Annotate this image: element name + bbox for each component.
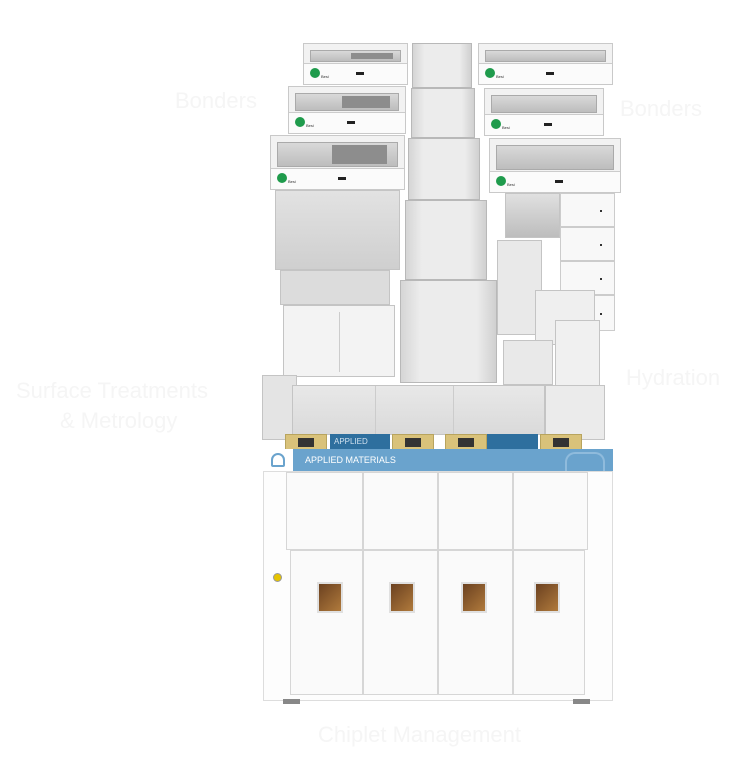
- cabinet-door: [438, 550, 513, 695]
- cabinet-door: [290, 550, 363, 695]
- brand-panel-graphic: [486, 434, 538, 450]
- side-module: [545, 385, 605, 440]
- chamber-logo-text: Besi: [288, 179, 296, 184]
- conveyor-segment: [400, 280, 497, 383]
- chamber-logo-text: Besi: [496, 74, 504, 79]
- chiplet-management-label: Chiplet Management: [318, 722, 522, 747]
- bonder-module: [275, 190, 400, 270]
- brand-band: APPLIED MATERIALS: [263, 449, 613, 471]
- foot: [283, 699, 300, 704]
- chamber-logo-text: Besi: [306, 123, 314, 128]
- bonder-chamber: Besi: [484, 88, 604, 136]
- conveyor-segment: [411, 88, 475, 138]
- cabinet-door: [513, 550, 585, 695]
- foot: [573, 699, 590, 704]
- chamber-logo-text: Besi: [502, 125, 510, 130]
- viewport-window: [534, 582, 560, 613]
- applied-materials-logo-icon: [271, 453, 285, 467]
- viewport-window: [389, 582, 415, 613]
- load-port: [285, 434, 327, 452]
- besi-logo-icon: [485, 68, 495, 78]
- drawer: [560, 261, 615, 295]
- bonders-label-right: Bonders: [620, 96, 702, 121]
- cabinet-door: [363, 472, 438, 550]
- cabinet-door: [438, 472, 513, 550]
- besi-logo-icon: [496, 176, 506, 186]
- emergency-button-icon[interactable]: [273, 573, 282, 582]
- conveyor-segment: [405, 200, 487, 280]
- cabinet-door: [286, 472, 363, 550]
- drawer: [560, 227, 615, 261]
- chamber-logo-text: Besi: [507, 182, 515, 187]
- conveyor-segment: [408, 138, 480, 200]
- viewport-window: [461, 582, 487, 613]
- cabinet-door: [363, 550, 438, 695]
- brand-panel: APPLIED MATERIALS: [330, 434, 390, 450]
- lower-cabinet: [283, 305, 395, 377]
- bonder-chamber: Besi: [288, 86, 406, 134]
- besi-logo-icon: [295, 117, 305, 127]
- hydration-label: Hydration: [626, 365, 721, 390]
- besi-logo-icon: [310, 68, 320, 78]
- bonder-chamber: Besi: [270, 135, 405, 190]
- cabinet-door: [513, 472, 588, 550]
- bonder-chamber: Besi: [489, 138, 621, 193]
- bonder-chamber: Besi: [303, 43, 408, 85]
- besi-logo-icon: [491, 119, 501, 129]
- besi-logo-icon: [277, 173, 287, 183]
- hydration-module: [555, 320, 600, 390]
- surface-treatments-label: Surface Treatments: [16, 378, 208, 403]
- drawer: [560, 193, 615, 227]
- viewport-window: [317, 582, 343, 613]
- brand-band-label: APPLIED MATERIALS: [293, 449, 613, 471]
- bonder-chamber: Besi: [478, 43, 613, 85]
- hydration-module: [503, 340, 553, 385]
- bonder-module: [505, 193, 560, 238]
- handler-module: [280, 270, 390, 305]
- chamber-logo-text: Besi: [321, 74, 329, 79]
- conveyor-segment: [412, 43, 472, 88]
- front-end-module: [292, 385, 545, 436]
- transfer-module: [497, 240, 542, 335]
- metrology-label: & Metrology: [60, 408, 178, 433]
- bonders-label-left: Bonders: [175, 88, 257, 113]
- brand-graphic-icon: [565, 452, 605, 471]
